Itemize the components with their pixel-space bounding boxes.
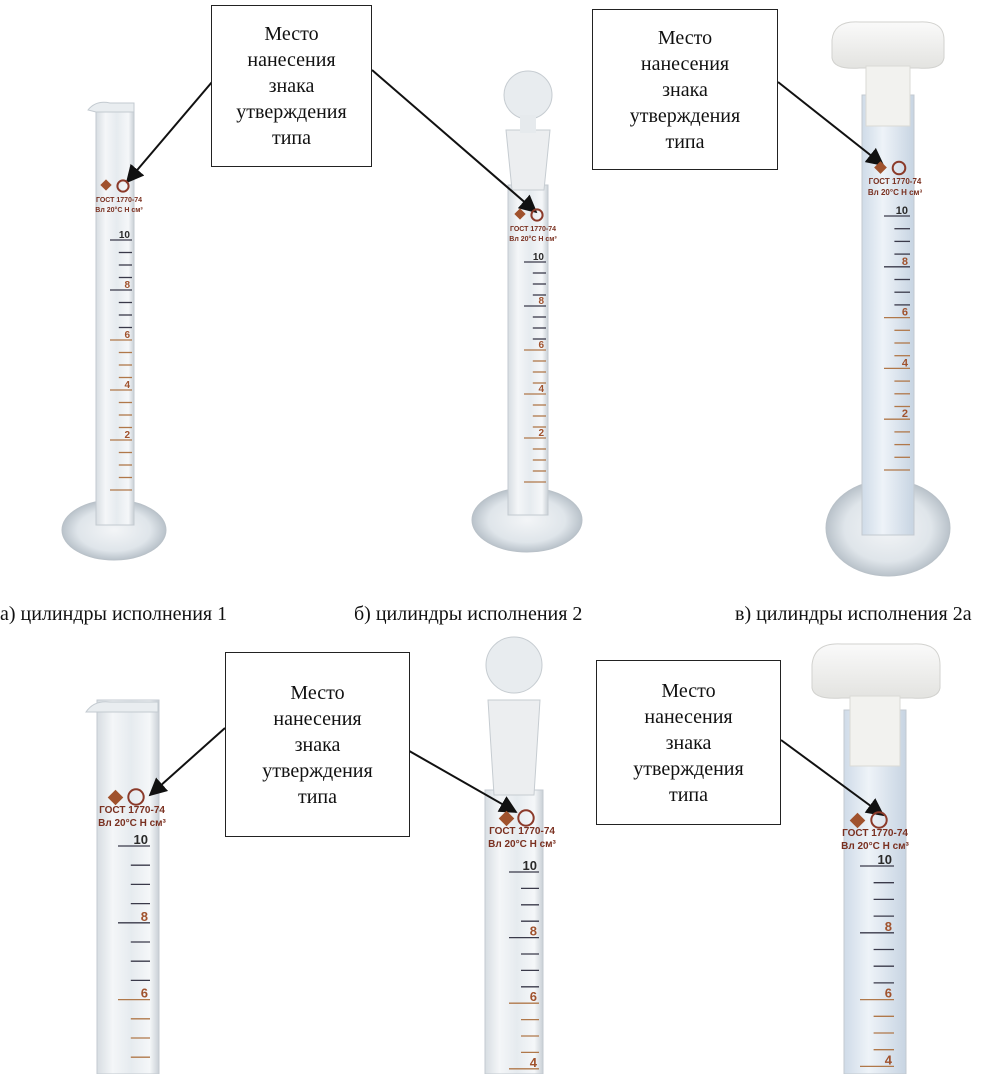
cylinder-c-bottom (811, 643, 941, 1074)
callout-line: типа (271, 127, 311, 149)
temperature-label: Вл 20°C Н см³ (868, 188, 923, 197)
arrow-a-top (125, 81, 213, 184)
scale-number: 10 (523, 858, 537, 873)
scale-number: 2 (124, 430, 130, 441)
scale-number: 6 (124, 330, 130, 341)
callout-line: утверждения (633, 757, 744, 780)
type-approval-mark-icon (891, 160, 907, 176)
callout-a-top: Место нанесения знака утверждения типа (211, 5, 372, 167)
scale-number: 4 (885, 1052, 893, 1067)
type-approval-mark-icon (870, 811, 888, 829)
type-approval-mark-icon (517, 809, 535, 827)
callout-line: знака (662, 78, 708, 101)
callout-line: утверждения (629, 104, 741, 127)
scale-number: 2 (902, 408, 908, 420)
standard-label: ГОСТ 1770-74 (842, 828, 908, 839)
scale-number: 6 (885, 986, 892, 1001)
cylinder-a-bottom (85, 699, 160, 1074)
callout-line: Место (657, 26, 713, 49)
caption-version-1: а) цилиндры исполнения 1 (0, 603, 228, 625)
caption-version-2: б) цилиндры исполнения 2 (354, 603, 583, 625)
scale-number: 8 (530, 924, 537, 939)
callout-line: Место (264, 23, 319, 45)
callout-line: утверждения (236, 101, 347, 123)
scale-number: 4 (902, 357, 909, 369)
cylinder-b-bottom (484, 636, 544, 1074)
scale-number: 10 (878, 852, 892, 867)
arrow-b-bottom (403, 747, 518, 813)
standard-label: ГОСТ 1770-74 (99, 805, 165, 816)
cylinder-c-top (825, 21, 951, 577)
scale-number: 4 (124, 380, 130, 391)
callout-line: знака (294, 733, 341, 756)
manufacturer-logo-icon (514, 208, 526, 220)
callout-line: типа (665, 130, 705, 153)
scale-number: 8 (885, 919, 892, 934)
scale-number: 10 (119, 230, 131, 241)
cylinder-a-top (61, 101, 167, 561)
callout-c-top: Место нанесения знака утверждения типа (592, 9, 778, 170)
callout-line: типа (668, 783, 708, 806)
callout-line: знака (665, 731, 712, 754)
temperature-label: Вл 20°C Н см³ (841, 841, 909, 852)
caption-version-2a: в) цилиндры исполнения 2а (735, 603, 972, 625)
callout-line: типа (297, 785, 337, 808)
type-approval-mark-icon (530, 208, 544, 222)
arrow-c-top (777, 81, 885, 167)
manufacturer-logo-icon (849, 812, 866, 829)
temperature-label: Вл 20°C Н см³ (509, 235, 557, 243)
standard-label: ГОСТ 1770-74 (96, 197, 142, 204)
type-approval-mark-icon (116, 179, 130, 193)
standard-label: ГОСТ 1770-74 (510, 226, 556, 233)
callout-line: нанесения (640, 52, 730, 75)
scale-a-top: 10 8 6 4 2 ГОСТ 1770-74 Вл 20°C Н см³ (95, 179, 143, 491)
scale-number: 10 (896, 205, 908, 217)
scale-number: 4 (530, 1055, 538, 1070)
callout-line: утверждения (262, 759, 373, 782)
arrow-b-top (371, 69, 538, 214)
standard-label: ГОСТ 1770-74 (869, 177, 922, 186)
callout-line: нанесения (644, 705, 733, 728)
scale-number: 10 (134, 832, 148, 847)
scale-number: 2 (538, 428, 544, 439)
scale-number: 6 (530, 989, 537, 1004)
arrow-a-bottom (148, 727, 226, 797)
scale-c-bottom: 10 8 6 4 ГОСТ 1770-74 Вл 20°C Н см³ (841, 811, 910, 1067)
callout-a-bottom: Место нанесения знака утверждения типа (225, 652, 410, 837)
callout-line: нанесения (273, 707, 362, 730)
temperature-label: Вл 20°C Н см³ (488, 839, 556, 850)
temperature-label: Вл 20°C Н см³ (98, 818, 166, 829)
scale-number: 6 (902, 307, 908, 319)
type-approval-mark-icon (127, 788, 145, 806)
scale-number: 4 (538, 384, 544, 395)
cylinder-b-top (471, 70, 583, 553)
callout-line: Место (290, 681, 345, 704)
scale-number: 6 (141, 986, 148, 1001)
arrow-c-bottom (780, 739, 885, 817)
scale-number: 8 (141, 909, 148, 924)
temperature-label: Вл 20°C Н см³ (95, 206, 143, 214)
scale-b-top: 10 8 6 4 2 ГОСТ 1770-74 Вл 20°C Н см³ (509, 208, 557, 483)
callout-line: знака (268, 75, 315, 97)
callout-c-bottom: Место нанесения знака утверждения типа (596, 660, 781, 825)
scale-number: 8 (124, 280, 130, 291)
callout-line: нанесения (247, 49, 336, 71)
scale-number: 8 (902, 256, 908, 268)
scale-number: 6 (538, 340, 544, 351)
scale-number: 10 (533, 252, 545, 263)
callout-line: Место (661, 679, 716, 702)
scale-number: 8 (538, 296, 544, 307)
standard-label: ГОСТ 1770-74 (489, 826, 555, 837)
